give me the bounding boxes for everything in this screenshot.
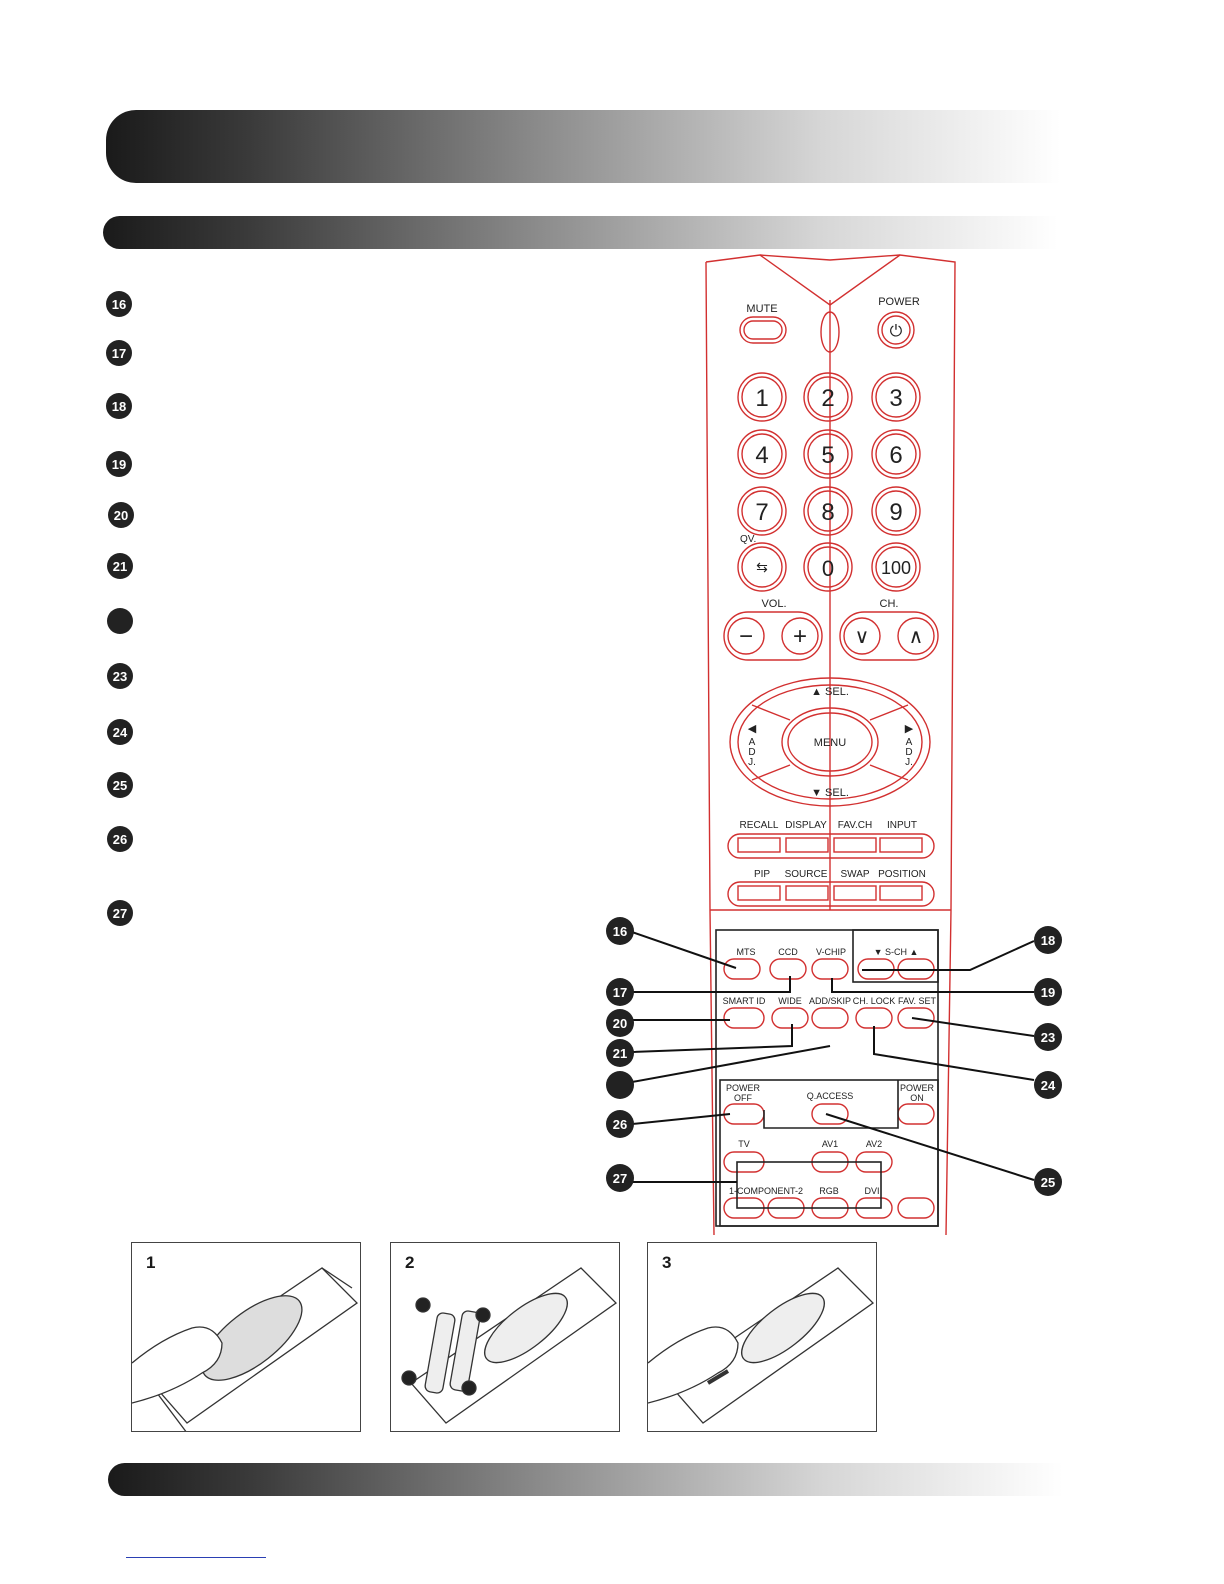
svg-text:FAV. SET: FAV. SET xyxy=(898,996,937,1006)
svg-text:6: 6 xyxy=(889,442,902,469)
remote-back-illustration xyxy=(132,1267,359,1431)
callout-r22 xyxy=(606,1071,634,1099)
svg-text:AV2: AV2 xyxy=(866,1139,882,1149)
step-number: 1 xyxy=(146,1253,156,1272)
svg-text:0: 0 xyxy=(822,556,834,581)
callout-r19: 19 xyxy=(1034,978,1062,1006)
callout-r23: 23 xyxy=(1034,1023,1062,1051)
svg-text:▼ S-CH ▲: ▼ S-CH ▲ xyxy=(874,947,919,957)
svg-text:AV1: AV1 xyxy=(822,1139,838,1149)
callout-24: 24 xyxy=(107,719,133,745)
callout-25: 25 xyxy=(107,772,133,798)
svg-text:INPUT: INPUT xyxy=(887,820,917,831)
svg-text:5: 5 xyxy=(821,442,834,469)
callout-r26: 26 xyxy=(606,1110,634,1138)
svg-text:−: − xyxy=(739,623,753,650)
svg-text:⏻: ⏻ xyxy=(890,323,903,340)
svg-text:V-CHIP: V-CHIP xyxy=(816,947,846,957)
battery-step-1: 1 xyxy=(131,1242,361,1432)
callout-22 xyxy=(107,608,133,634)
svg-text:SWAP: SWAP xyxy=(840,869,869,880)
svg-text:J.: J. xyxy=(748,757,756,768)
svg-text:FAV.CH: FAV.CH xyxy=(838,820,872,831)
svg-text:A: A xyxy=(906,737,913,748)
callout-23: 23 xyxy=(107,663,133,689)
callout-19: 19 xyxy=(106,451,132,477)
step-number: 3 xyxy=(662,1253,672,1272)
svg-text:VOL.: VOL. xyxy=(761,598,786,610)
mute-label: MUTE xyxy=(746,303,777,315)
section-band xyxy=(103,216,1058,249)
svg-text:Q.ACCESS: Q.ACCESS xyxy=(807,1091,854,1101)
svg-text:▼ SEL.: ▼ SEL. xyxy=(811,787,849,799)
svg-text:PIP: PIP xyxy=(754,869,770,880)
svg-text:QV.: QV. xyxy=(740,534,756,545)
svg-text:3: 3 xyxy=(889,385,902,412)
svg-text:D: D xyxy=(905,747,912,758)
svg-text:POWER: POWER xyxy=(900,1083,935,1093)
battery-step-3: 3 xyxy=(647,1242,877,1432)
svg-text:8: 8 xyxy=(821,499,834,526)
svg-text:CH. LOCK: CH. LOCK xyxy=(853,996,896,1006)
callout-r16: 16 xyxy=(606,917,634,945)
callout-21: 21 xyxy=(107,553,133,579)
svg-text:SOURCE: SOURCE xyxy=(785,869,828,880)
callout-18: 18 xyxy=(106,393,132,419)
step-number: 2 xyxy=(405,1253,415,1272)
svg-text:A: A xyxy=(749,737,756,748)
callout-r20: 20 xyxy=(606,1009,634,1037)
callout-r18: 18 xyxy=(1034,926,1062,954)
svg-text:▶: ▶ xyxy=(905,723,914,735)
svg-text:CH.: CH. xyxy=(880,598,899,610)
callout-17: 17 xyxy=(106,340,132,366)
svg-text:POWER: POWER xyxy=(726,1083,761,1093)
svg-text:◀: ◀ xyxy=(748,723,757,735)
svg-text:∧: ∧ xyxy=(909,626,924,648)
svg-text:4: 4 xyxy=(755,442,768,469)
svg-text:1: 1 xyxy=(755,385,768,412)
footer-rule xyxy=(126,1557,266,1558)
svg-text:∨: ∨ xyxy=(855,626,870,648)
svg-text:J.: J. xyxy=(905,757,913,768)
svg-text:+: + xyxy=(793,623,807,650)
svg-text:ON: ON xyxy=(910,1093,924,1103)
callout-r24: 24 xyxy=(1034,1071,1062,1099)
svg-text:OFF: OFF xyxy=(734,1093,752,1103)
svg-text:POSITION: POSITION xyxy=(878,869,926,880)
callout-r27: 27 xyxy=(606,1164,634,1192)
svg-text:CCD: CCD xyxy=(778,947,798,957)
svg-text:▲ SEL.: ▲ SEL. xyxy=(811,686,849,698)
callout-r17: 17 xyxy=(606,978,634,1006)
svg-text:7: 7 xyxy=(755,499,768,526)
svg-text:RGB: RGB xyxy=(819,1186,839,1196)
svg-text:1-COMPONENT-2: 1-COMPONENT-2 xyxy=(729,1186,803,1196)
svg-text:RECALL: RECALL xyxy=(740,820,779,831)
power-label: POWER xyxy=(878,296,920,308)
footer-band xyxy=(108,1463,1063,1496)
battery-step-2: 2 xyxy=(390,1242,620,1432)
callout-26: 26 xyxy=(107,826,133,852)
svg-text:SMART ID: SMART ID xyxy=(723,996,766,1006)
cover-close-illustration xyxy=(648,1267,875,1424)
svg-text:ADD/SKIP: ADD/SKIP xyxy=(809,996,851,1006)
battery-insert-illustration xyxy=(401,1267,618,1424)
callout-r25: 25 xyxy=(1034,1168,1062,1196)
callout-20: 20 xyxy=(108,502,134,528)
callout-27: 27 xyxy=(107,900,133,926)
svg-text:MTS: MTS xyxy=(737,947,756,957)
header-band xyxy=(106,110,1061,183)
svg-text:DVI: DVI xyxy=(864,1186,879,1196)
svg-text:DISPLAY: DISPLAY xyxy=(785,820,827,831)
svg-text:9: 9 xyxy=(889,499,902,526)
svg-text:TV: TV xyxy=(738,1139,750,1149)
svg-text:⇆: ⇆ xyxy=(756,559,768,575)
svg-text:MENU: MENU xyxy=(814,737,846,749)
svg-text:WIDE: WIDE xyxy=(778,996,802,1006)
svg-text:D: D xyxy=(748,747,755,758)
callout-16: 16 xyxy=(106,291,132,317)
svg-text:2: 2 xyxy=(821,385,834,412)
svg-text:100: 100 xyxy=(881,558,911,578)
callout-r21: 21 xyxy=(606,1039,634,1067)
